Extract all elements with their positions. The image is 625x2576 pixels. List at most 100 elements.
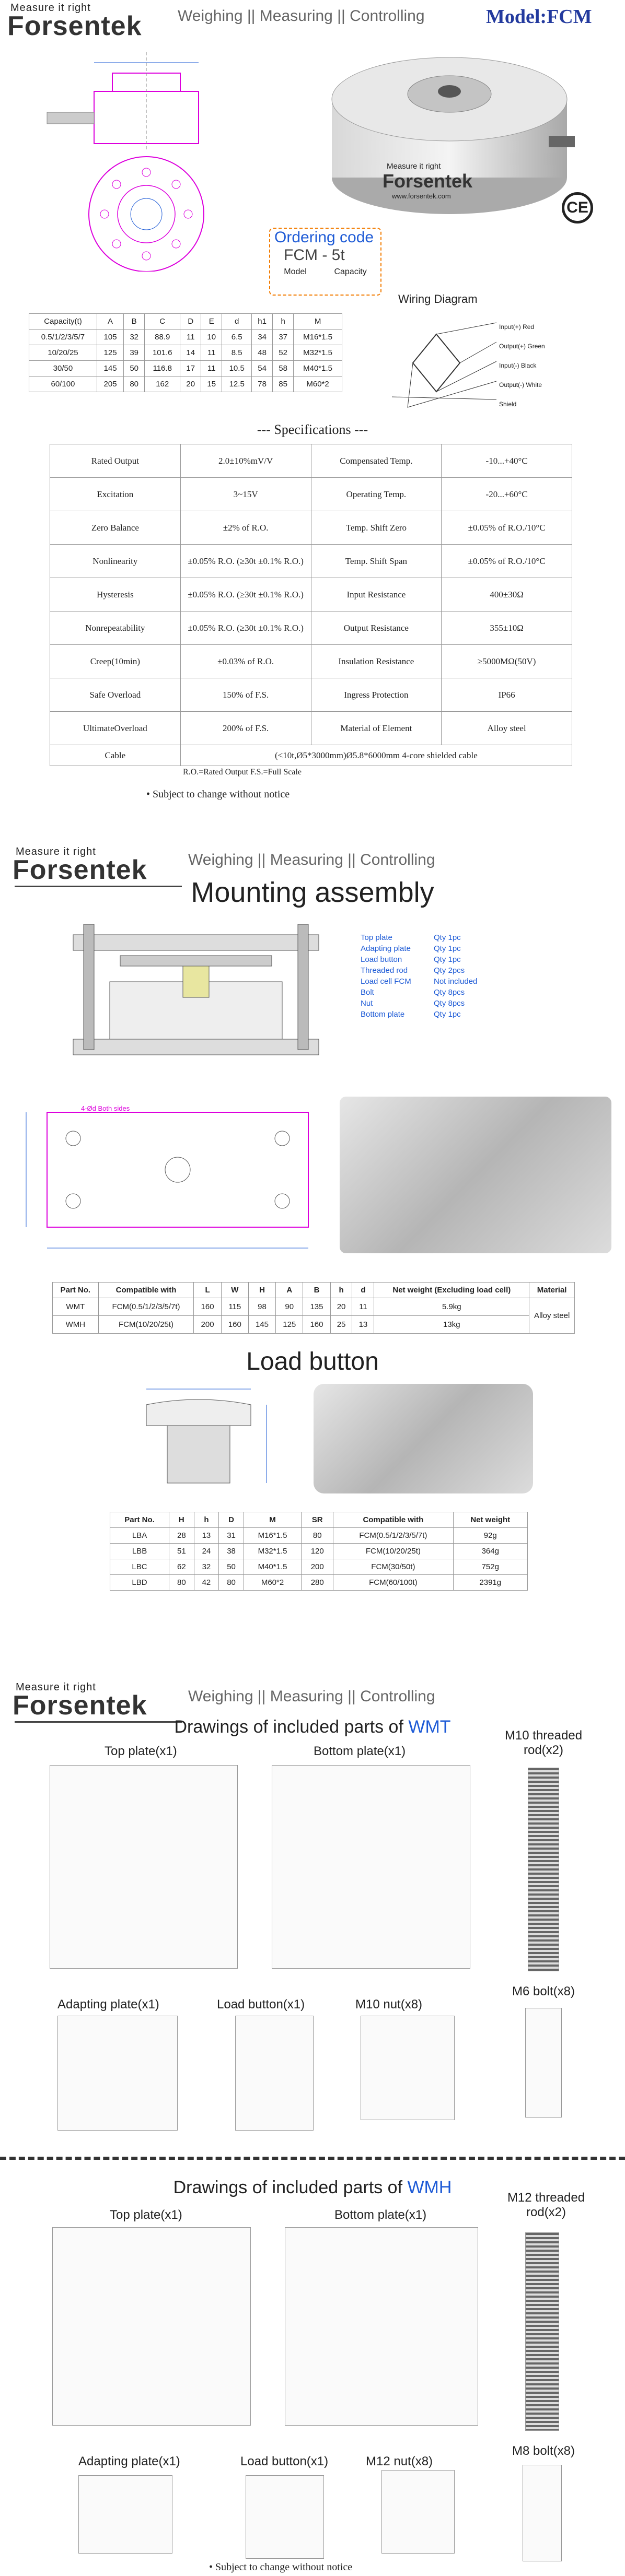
photo-url: www.forsentek.com (392, 192, 451, 200)
mount-cell: 200 (193, 1315, 222, 1334)
spec-cell: Temp. Shift Span (310, 544, 442, 578)
mount-header-cell: W (221, 1282, 249, 1298)
spec-cell: ±0.05% R.O. (≥30t ±0.1% R.O.) (180, 578, 311, 611)
lb-cell: 28 (169, 1527, 194, 1544)
lb-cell: 92g (453, 1527, 528, 1544)
dim-cell: 80 (123, 376, 145, 392)
dim-header-cell: M (293, 313, 342, 330)
lb-cell: LBD (109, 1574, 170, 1591)
wmt-bolt-label: M6 bolt(x8) (512, 1984, 575, 1998)
logo: Forsentek (13, 1690, 147, 1721)
dim-cell: 101.6 (144, 345, 181, 361)
spec-cell: Nonlinearity (50, 544, 181, 578)
wmh-bolt-drawing (523, 2465, 562, 2561)
dim-cell: 60/100 (29, 376, 97, 392)
wmh-rod-drawing (525, 2232, 559, 2431)
dim-cell: 15 (201, 376, 223, 392)
spec-cell: ±0.05% of R.O./10°C (441, 511, 572, 545)
spec-cell: 2.0±10%mV/V (180, 444, 311, 478)
spec-row-cable: Cable(<10t,Ø5*3000mm)Ø5.8*6000mm 4-core … (50, 745, 573, 766)
fcm-product-photo: Measure it right Forsentek www.forsentek… (324, 42, 580, 219)
spec-cell: Temp. Shift Zero (310, 511, 442, 545)
dim-cell: 162 (144, 376, 181, 392)
mount-cell: WMH (52, 1315, 99, 1334)
wmt-button-drawing (235, 2016, 314, 2131)
lb-cell: 13 (193, 1527, 219, 1544)
wire-black: Input(-) Black (499, 362, 537, 369)
dim-header-cell: h (272, 313, 294, 330)
mount-cell: 125 (275, 1315, 304, 1334)
wmh-bottom-plate-label: Bottom plate(x1) (334, 2208, 427, 2222)
spec-cell: Output Resistance (310, 611, 442, 645)
ordering-model-label: Model (284, 267, 307, 276)
spec-cell: -20...+60°C (441, 477, 572, 511)
lb-header-cell: H (169, 1512, 194, 1528)
dim-cell: M32*1.5 (293, 345, 342, 361)
wmt-title-code: WMT (408, 1717, 451, 1737)
wire-red: Input(+) Red (499, 323, 535, 331)
lb-cell: 50 (218, 1559, 244, 1575)
lb-cell: 31 (218, 1527, 244, 1544)
wmt-bottom-plate-drawing (272, 1765, 470, 1969)
wmh-nut-drawing (381, 2470, 455, 2554)
hole-note: 4-Ød Both sides (81, 1104, 130, 1112)
spec-cell: Creep(10min) (50, 644, 181, 678)
spec-cell: Safe Overload (50, 678, 181, 712)
wmh-bolt-label: M8 bolt(x8) (512, 2444, 575, 2458)
part-name: Top plate (361, 933, 392, 942)
ordering-capacity-label: Capacity (334, 267, 367, 276)
slogan: Weighing || Measuring || Controlling (178, 7, 425, 25)
spec-row: Hysteresis±0.05% R.O. (≥30t ±0.1% R.O.)I… (50, 578, 572, 611)
mount-header-cell: Part No. (52, 1282, 99, 1298)
dim-header-cell: h1 (251, 313, 273, 330)
change-notice: • Subject to change without notice (146, 789, 290, 800)
mount-header-cell: B (303, 1282, 331, 1298)
spec-cell: 355±10Ω (441, 611, 572, 645)
wire-shield: Shield (499, 401, 517, 408)
wmt-nut-drawing (361, 2016, 455, 2120)
dim-cell: 6.5 (222, 329, 252, 345)
spec-cell: ±0.03% of R.O. (180, 644, 311, 678)
slogan: Weighing || Measuring || Controlling (188, 851, 435, 868)
part-qty: Qty 2pcs (434, 966, 465, 975)
spec-cell: ±2% of R.O. (180, 511, 311, 545)
mount-cell: 145 (248, 1315, 276, 1334)
lb-cell: 38 (218, 1543, 244, 1559)
part-name: Nut (361, 999, 373, 1008)
logo-tagline: Measure it right (16, 1681, 96, 1693)
lb-header-cell: D (218, 1512, 244, 1528)
spec-cell: Excitation (50, 477, 181, 511)
load-button-photo (314, 1384, 533, 1493)
spec-cell: (<10t,Ø5*3000mm)Ø5.8*6000mm 4-core shiel… (180, 745, 573, 766)
spec-cell: ±0.05% of R.O./10°C (441, 544, 572, 578)
dim-cell: M60*2 (293, 376, 342, 392)
lb-header-cell: SR (301, 1512, 334, 1528)
fcm-dimension-drawing (47, 52, 204, 272)
dim-cell: M40*1.5 (293, 360, 342, 377)
part-qty: Qty 1pc (434, 1010, 461, 1019)
dim-cell: 0.5/1/2/3/5/7 (29, 329, 97, 345)
dim-cell: 10/20/25 (29, 345, 97, 361)
mounting-title: Mounting assembly (191, 877, 434, 908)
spec-cell: Ingress Protection (310, 678, 442, 712)
lb-header-cell: M (243, 1512, 302, 1528)
spec-cell: Nonrepeatability (50, 611, 181, 645)
spec-row: Nonlinearity±0.05% R.O. (≥30t ±0.1% R.O.… (50, 544, 572, 578)
wiring-diagram (391, 322, 497, 408)
dim-cell: 37 (272, 329, 294, 345)
dim-cell: 11 (180, 329, 202, 345)
lb-cell: M60*2 (243, 1574, 302, 1591)
